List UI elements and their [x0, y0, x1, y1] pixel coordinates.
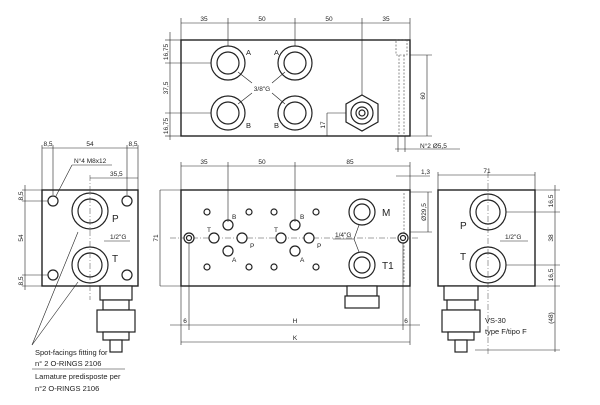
note-english: n° 2 O-RINGS 2106	[35, 359, 101, 368]
port-label: P	[460, 221, 467, 232]
port-label: A	[300, 257, 305, 264]
gauge-port-t1	[348, 251, 376, 279]
front-view: B T P A B T P A M T1 1/4"G 35 50 85 1,3 …	[153, 159, 432, 345]
dim-label: 35	[200, 16, 208, 23]
dim-label: 50	[325, 16, 333, 23]
valve-fitting-left	[96, 285, 136, 353]
holes-note: N°2 Ø5,5	[420, 142, 447, 150]
thread-label: 1/4"G	[335, 232, 351, 239]
dim-label: 16,5	[548, 268, 555, 281]
port-label: B	[300, 214, 304, 221]
port-label: T	[460, 252, 466, 263]
port-label: A	[274, 48, 279, 57]
port-label: A	[246, 48, 251, 57]
port-label: P	[112, 214, 119, 225]
dim-label: 8,5	[18, 276, 25, 285]
dim-label: 1,3	[421, 169, 430, 176]
dim-label: 54	[86, 141, 94, 148]
note-italian: n°2 O-RINGS 2106	[35, 384, 99, 393]
valve-model: VS-30	[485, 316, 506, 325]
dim-label: 60	[420, 92, 427, 100]
dim-label: 38	[548, 234, 555, 242]
dim-label: 8,5	[18, 191, 25, 200]
port-label: T1	[382, 261, 394, 272]
dim-label: 17	[320, 121, 327, 129]
port-label: B	[232, 214, 236, 221]
dim-label: H	[293, 318, 298, 325]
port-label: T	[274, 227, 278, 234]
hex-plug	[345, 94, 379, 132]
plug-fitting-front	[344, 285, 380, 309]
port-label: A	[232, 257, 237, 264]
dim-label: 35	[382, 16, 390, 23]
dim-label: 50	[258, 16, 266, 23]
note-english: Spot-facings fitting for	[35, 348, 108, 357]
dim-label: 35,5	[110, 171, 123, 178]
dim-label: 71	[153, 234, 160, 242]
port-a2	[277, 45, 313, 81]
dim-label: 6	[404, 318, 408, 325]
dim-label: 8,5	[43, 141, 52, 148]
port-label: T	[112, 254, 118, 265]
gauge-port-m	[348, 198, 376, 226]
port-label: T	[207, 227, 211, 234]
dim-label: 16,5	[548, 194, 555, 207]
right-view: P T 1/2"G 71 16,5 38 16,5 (48) VS-30 typ…	[437, 168, 560, 355]
port-label: P	[317, 243, 321, 250]
dim-label: 6	[183, 318, 187, 325]
port-label: M	[382, 208, 390, 219]
top-view: 35 50 50 35 16,75 37,5 16,75 60 17 N°2 Ø…	[163, 16, 460, 152]
port-label: P	[250, 243, 254, 250]
dim-label: 16,75	[163, 117, 170, 134]
port-a1	[210, 45, 246, 81]
valve-type: type F/tipo F	[485, 327, 527, 336]
dim-label: Ø29,5	[421, 203, 428, 221]
dim-label: 16,75	[163, 43, 170, 60]
valve-fitting-right	[441, 285, 481, 353]
port-b2	[277, 95, 313, 131]
dim-label: 35	[200, 159, 208, 166]
note-italian: Lamature predisposte per	[35, 372, 121, 381]
dim-label: (48)	[548, 312, 555, 324]
thread-label: 1/2"G	[505, 234, 521, 241]
port-label: B	[246, 121, 251, 130]
port-b1	[210, 95, 246, 131]
cetop-pattern-1	[203, 208, 253, 271]
dim-label: 54	[18, 234, 25, 242]
mounting-hole-left	[183, 232, 195, 244]
thread-label: 3/8"G	[254, 86, 270, 93]
port-p	[469, 193, 507, 231]
dim-label: 85	[346, 159, 354, 166]
dim-label: 37,5	[163, 81, 170, 94]
mounting-hole-right	[397, 232, 409, 244]
dim-label: K	[293, 335, 298, 342]
thread-label: 1/2"G	[110, 234, 126, 241]
dim-label: 8,5	[128, 141, 137, 148]
cetop-pattern-2	[270, 208, 320, 271]
port-label: B	[274, 121, 279, 130]
dim-label: 50	[258, 159, 266, 166]
bolts-note: N°4 M8x12	[74, 157, 107, 165]
left-view: P T 1/2"G 8,5 54 8,5 N°4 M8x12 35,5 8,5 …	[18, 141, 139, 393]
dim-label: 71	[483, 168, 491, 175]
